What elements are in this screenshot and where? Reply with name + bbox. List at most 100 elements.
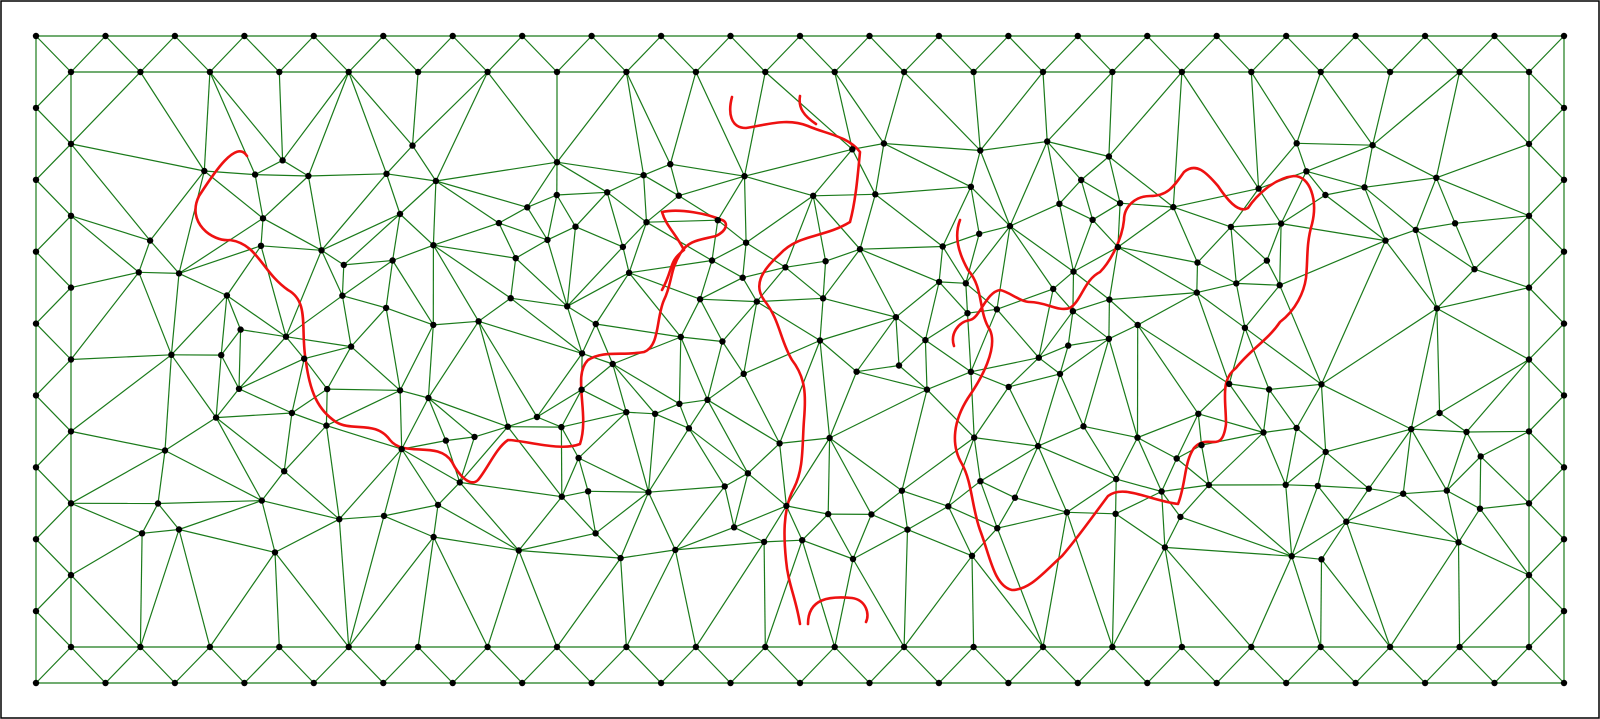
mesh-edge <box>518 549 621 559</box>
mesh-edge <box>947 506 973 557</box>
mesh-edge <box>546 194 558 241</box>
mesh-edge <box>1014 445 1039 498</box>
mesh-node <box>201 167 208 175</box>
mesh-edge <box>829 437 903 492</box>
mesh-edge <box>938 281 968 314</box>
mesh-edges <box>35 35 1565 684</box>
mesh-edge <box>595 532 622 559</box>
mesh-edge <box>856 371 928 391</box>
mesh-edge <box>348 35 384 73</box>
mesh-edge <box>1080 179 1121 204</box>
mesh-edge <box>1077 646 1113 684</box>
mesh-edge <box>903 71 981 151</box>
mesh-edge <box>1108 247 1119 300</box>
mesh-edge <box>996 497 1016 529</box>
mesh-edge <box>733 526 765 543</box>
mesh-edge <box>883 142 981 152</box>
mesh-edge <box>1092 219 1119 248</box>
mesh-node <box>1456 643 1463 651</box>
mesh-edge <box>785 260 826 268</box>
mesh-edge <box>695 541 765 648</box>
mesh-edge <box>1115 437 1139 480</box>
mesh-edge <box>350 307 387 348</box>
mesh-edge <box>1466 359 1530 433</box>
mesh-node <box>339 292 346 299</box>
mesh-edge <box>620 558 627 648</box>
mesh-edge <box>799 35 836 73</box>
mesh-node <box>1044 138 1051 145</box>
mesh-node <box>1525 284 1533 291</box>
mesh-edge <box>70 215 140 273</box>
mesh-edge <box>947 437 975 507</box>
mesh-node <box>1198 441 1205 449</box>
mesh-node <box>1436 409 1443 417</box>
mesh-edge <box>1479 502 1530 510</box>
mesh-node <box>425 394 432 402</box>
mesh-edge <box>646 195 680 223</box>
mesh-node <box>1365 485 1373 492</box>
mesh-edge <box>1173 206 1232 228</box>
mesh-node <box>564 303 571 310</box>
mesh-edge <box>1363 187 1387 241</box>
mesh-edge <box>427 397 447 441</box>
mesh-edge <box>1073 271 1110 301</box>
mesh-edge <box>157 503 180 530</box>
mesh-edge <box>680 298 701 338</box>
mesh-edge <box>399 180 437 215</box>
mesh-edge <box>1436 177 1530 217</box>
mesh-node <box>1322 448 1329 456</box>
mesh-edge <box>1230 188 1260 228</box>
mesh-edge <box>313 646 350 684</box>
mesh-node <box>1011 494 1019 501</box>
mesh-edge <box>743 339 821 375</box>
mesh-node <box>831 68 838 76</box>
mesh-edge <box>1459 71 1530 145</box>
mesh-edge <box>1117 246 1198 294</box>
mesh-edge <box>979 225 1011 235</box>
mesh-edge <box>717 219 747 244</box>
mesh-edge <box>433 536 519 552</box>
mesh-edge <box>1136 437 1163 492</box>
mesh-edge <box>1389 35 1426 73</box>
mesh-edge <box>510 297 583 354</box>
mesh-node <box>1386 68 1394 76</box>
mesh-edge <box>834 71 853 150</box>
mesh-node <box>484 68 491 76</box>
mesh-edge <box>35 143 72 181</box>
mesh-edge <box>1197 226 1232 264</box>
mesh-edge <box>392 260 434 326</box>
mesh-edge <box>971 555 1044 648</box>
mesh-node <box>258 497 265 504</box>
mesh-edge <box>970 309 998 373</box>
mesh-edge <box>303 358 328 390</box>
mesh-edge <box>834 35 870 73</box>
mesh-edge <box>643 174 680 197</box>
mesh-edge <box>261 500 340 520</box>
mesh-edge <box>1306 170 1365 188</box>
mesh-node <box>212 414 220 421</box>
mesh-edge <box>926 389 975 439</box>
mesh-node <box>257 242 265 249</box>
mesh-edge <box>1228 383 1264 433</box>
mesh-edge <box>304 346 352 360</box>
mesh-node <box>1056 200 1063 207</box>
mesh-edge <box>282 71 350 161</box>
mesh-node <box>67 571 75 579</box>
mesh-edge <box>238 336 287 390</box>
mesh-edge <box>220 354 240 390</box>
mesh-node <box>137 643 144 651</box>
mesh-edge <box>591 35 627 73</box>
mesh-edge <box>285 336 305 360</box>
mesh-edge <box>1080 156 1110 181</box>
mesh-edge <box>348 536 435 648</box>
mesh-edge <box>209 552 276 648</box>
mesh-edge <box>1474 215 1530 270</box>
mesh-node <box>1293 140 1300 147</box>
mesh-node <box>1227 223 1235 231</box>
mesh-node <box>449 679 456 687</box>
mesh-edge <box>707 373 745 401</box>
mesh-edge <box>203 71 211 172</box>
mesh-edge <box>942 246 967 284</box>
mesh-node <box>1303 168 1310 175</box>
curve-layer <box>194 94 1316 626</box>
